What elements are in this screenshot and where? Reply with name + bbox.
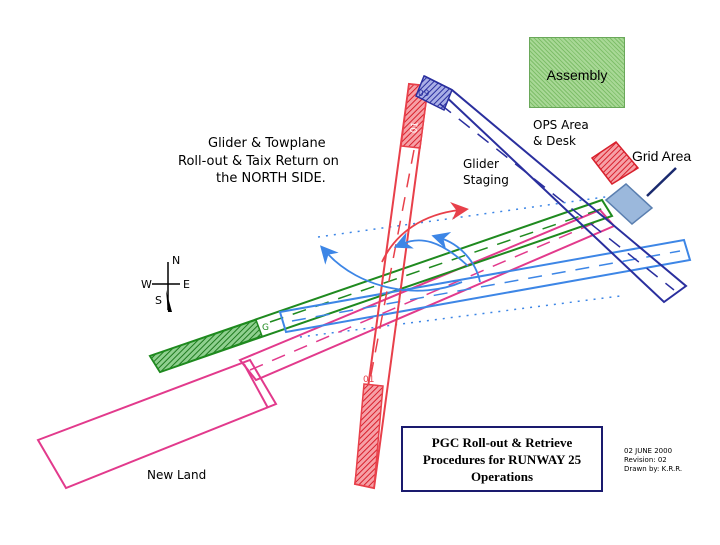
rollout-note-line1: Glider & Towplane [208, 136, 326, 151]
revision-number: Revision: 02 [624, 456, 667, 464]
blue-runway-threshold [415, 74, 453, 112]
rollout-note-line3: the NORTH SIDE. [216, 171, 326, 186]
ops-marker [590, 141, 640, 185]
light-blue-runway-centerline [291, 250, 681, 322]
rollout-note-line2: Roll-out & Taix Return on [178, 154, 339, 169]
red-runway-centerline [369, 149, 415, 381]
red-runway-north-number: 01 [409, 121, 420, 134]
compass: N E S W [141, 254, 190, 312]
revision-date: 02 JUNE 2000 [624, 447, 672, 455]
ops-area-line1: OPS Area [533, 118, 589, 132]
blue-runway-number: 09 [418, 89, 430, 99]
green-runway-number: G [262, 323, 269, 333]
dotted-boundary-north [317, 195, 613, 238]
new-land-area [36, 358, 278, 490]
compass-east: E [183, 278, 190, 291]
title-block: PGC Roll-out & Retrieve Procedures for R… [401, 426, 603, 492]
new-land-label: New Land [147, 468, 206, 482]
rollout-arrow-west [319, 245, 463, 292]
return-arrow-red [381, 202, 469, 263]
grid-area-leader [646, 167, 677, 197]
grid-area-label: Grid Area [632, 148, 692, 164]
compass-north: N [172, 254, 180, 267]
revision-drawn-by: Drawn by: K.R.R. [624, 465, 682, 473]
compass-west: W [141, 278, 152, 291]
green-runway-threshold [148, 319, 263, 373]
red-runway-south-threshold [354, 383, 384, 489]
grid-area-box [604, 183, 654, 225]
ops-area-line2: & Desk [533, 134, 576, 148]
assembly-label: Assembly [546, 67, 608, 83]
light-blue-runway [278, 238, 692, 334]
rollout-arrow-mid [393, 232, 469, 267]
glider-staging-line2: Staging [463, 173, 509, 187]
title-line-1: PGC Roll-out & Retrieve [431, 435, 573, 450]
title-line-3: Operations [470, 469, 534, 484]
assembly-area: Assembly [529, 37, 625, 108]
title-line-2: Procedures for RUNWAY 25 [422, 452, 582, 467]
rollout-arrow-east [431, 231, 481, 283]
red-runway-south-number: 01 [363, 375, 374, 385]
blue-runway-centerline [439, 103, 675, 291]
pink-runway-centerline [249, 217, 607, 371]
glider-staging-line1: Glider [463, 157, 499, 171]
compass-south: S [155, 294, 162, 307]
